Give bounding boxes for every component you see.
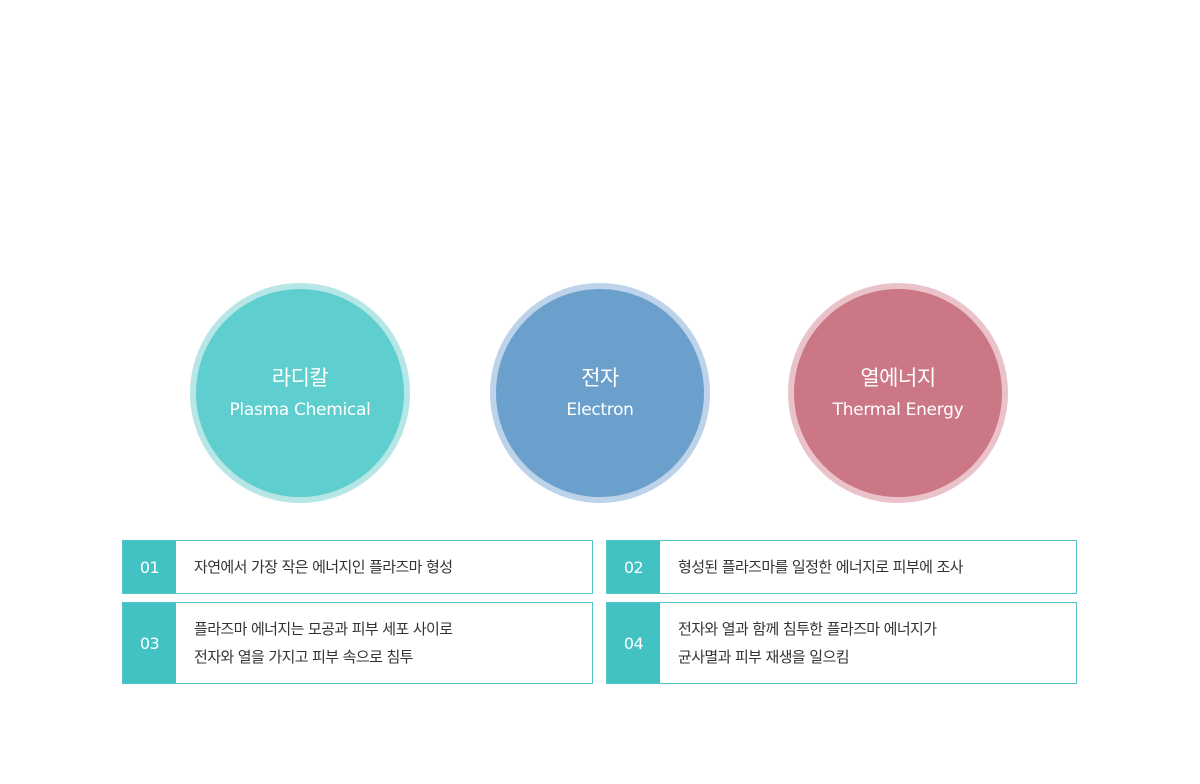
- step-text-line: 전자와 열을 가지고 피부 속으로 침투: [194, 648, 413, 666]
- step-text-line: 균사멸과 피부 재생을 일으킴: [678, 648, 850, 666]
- step-number: 02: [607, 541, 660, 593]
- step-description: 전자와 열과 함께 침투한 플라즈마 에너지가 균사멸과 피부 재생을 일으킴: [660, 603, 1076, 683]
- step-box-01: 01 자연에서 가장 작은 에너지인 플라즈마 형성: [122, 540, 593, 594]
- step-description: 형성된 플라즈마를 일정한 에너지로 피부에 조사: [660, 541, 1076, 593]
- circle-electron-title: 전자: [581, 366, 619, 390]
- circle-radical-subtitle: Plasma Chemical: [229, 400, 371, 420]
- circle-electron-subtitle: Electron: [566, 400, 634, 420]
- step-number: 04: [607, 603, 660, 683]
- circle-electron: 전자 Electron: [490, 283, 710, 503]
- step-text-line: 형성된 플라즈마를 일정한 에너지로 피부에 조사: [678, 558, 963, 576]
- step-box-02: 02 형성된 플라즈마를 일정한 에너지로 피부에 조사: [606, 540, 1077, 594]
- circle-radical: 라디칼 Plasma Chemical: [190, 283, 410, 503]
- step-description: 자연에서 가장 작은 에너지인 플라즈마 형성: [176, 541, 592, 593]
- circle-radical-title: 라디칼: [271, 366, 329, 390]
- circle-thermal-subtitle: Thermal Energy: [832, 400, 964, 420]
- step-description: 플라즈마 에너지는 모공과 피부 세포 사이로 전자와 열을 가지고 피부 속으…: [176, 603, 592, 683]
- step-box-04: 04 전자와 열과 함께 침투한 플라즈마 에너지가 균사멸과 피부 재생을 일…: [606, 602, 1077, 684]
- step-text-line: 자연에서 가장 작은 에너지인 플라즈마 형성: [194, 558, 453, 576]
- energy-circles: 라디칼 Plasma Chemical 전자 Electron 열에너지 The…: [0, 283, 1200, 503]
- circle-thermal-title: 열에너지: [860, 366, 936, 390]
- step-box-03: 03 플라즈마 에너지는 모공과 피부 세포 사이로 전자와 열을 가지고 피부…: [122, 602, 593, 684]
- step-text-line: 전자와 열과 함께 침투한 플라즈마 에너지가: [678, 620, 937, 638]
- circle-thermal: 열에너지 Thermal Energy: [788, 283, 1008, 503]
- step-number: 03: [123, 603, 176, 683]
- step-number: 01: [123, 541, 176, 593]
- step-text-line: 플라즈마 에너지는 모공과 피부 세포 사이로: [194, 620, 453, 638]
